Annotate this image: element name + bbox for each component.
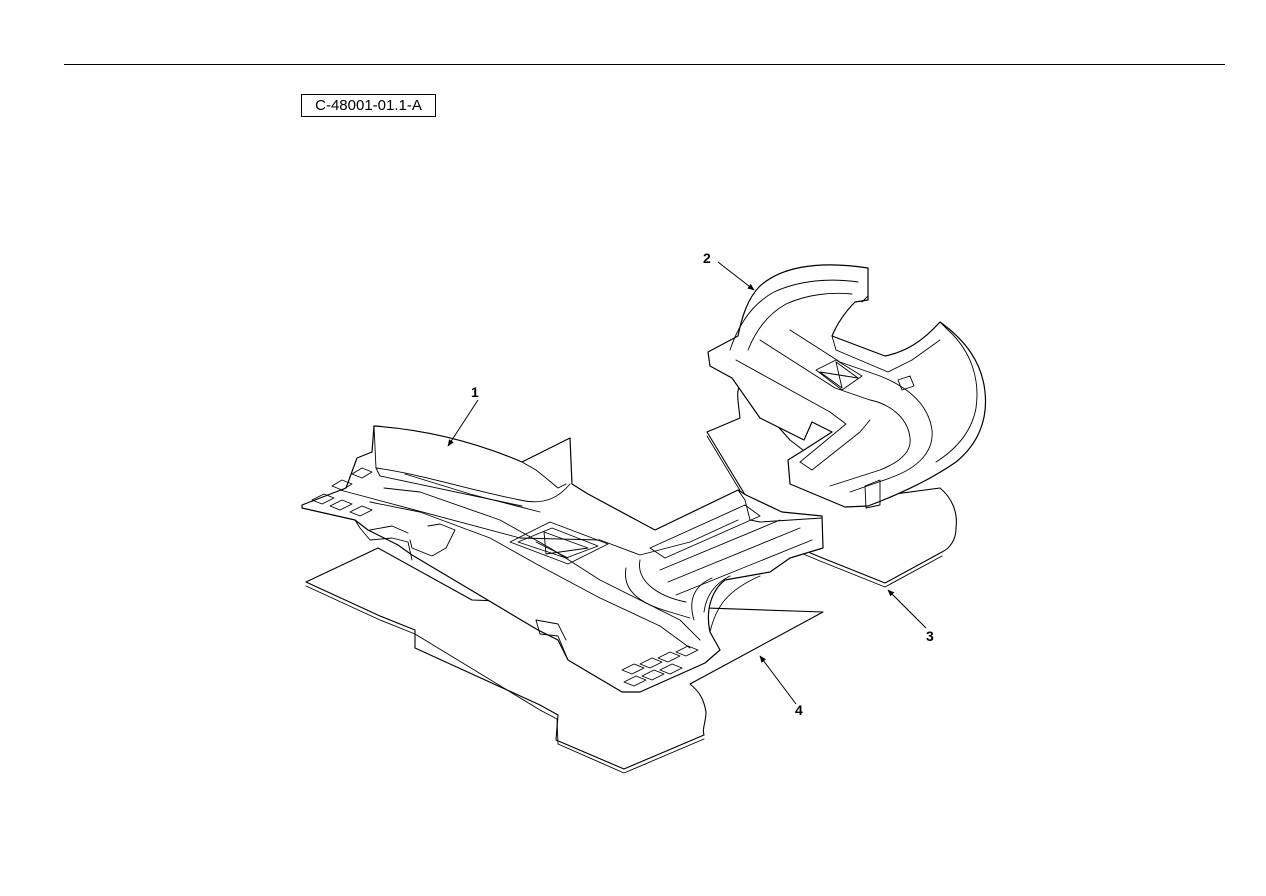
part-4-front-floor-mat bbox=[305, 547, 824, 774]
header-rule bbox=[64, 64, 1225, 65]
callout-2-label: 2 bbox=[703, 250, 711, 266]
callout-4-label: 4 bbox=[795, 702, 803, 718]
part-1-front-floor-covering bbox=[301, 425, 824, 693]
part-2-rear-floor-covering bbox=[707, 264, 987, 509]
callout-leaders bbox=[447, 261, 927, 705]
callout-3-label: 3 bbox=[926, 628, 934, 644]
figure-id-label: C-48001-01.1-A bbox=[301, 94, 436, 117]
callout-1-label: 1 bbox=[471, 384, 479, 400]
